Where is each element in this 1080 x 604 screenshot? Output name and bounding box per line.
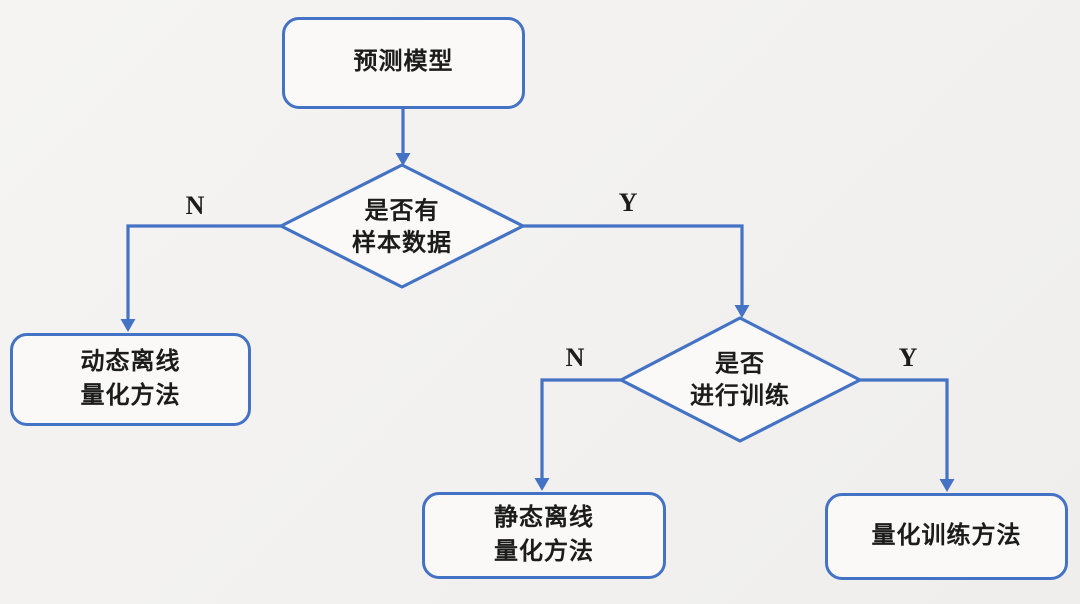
node-static-offline-method: 静态离线 量化方法 [422, 492, 666, 579]
arrowhead-down-icon [939, 479, 955, 492]
decision-has-sample-data-line2: 样本数据 [352, 231, 452, 257]
arrowhead-down-icon [120, 319, 136, 332]
decision-whether-train-shape [619, 316, 862, 443]
decision-has-sample-data-line1: 是否有 [364, 198, 440, 225]
decision-whether-train-line1: 是否 [715, 351, 765, 378]
arrowhead-down-icon [395, 153, 411, 166]
arrowhead-down-icon [734, 305, 750, 318]
connector-train-no-to-static [540, 378, 621, 478]
node-quant-training-method: 量化训练方法 [825, 493, 1068, 580]
branch-label-sample-yes: Y [618, 188, 638, 217]
node-predict-model-label: 预测模型 [353, 49, 454, 76]
decision-whether-train-line2: 进行训练 [690, 384, 790, 410]
node-predict-model: 预测模型 [282, 17, 525, 109]
branch-label-sample-no: N [185, 191, 205, 220]
decision-has-sample-data-label: 是否有 样本数据 [352, 196, 452, 261]
arrowhead-down-icon [534, 478, 550, 491]
node-quant-training-label: 量化训练方法 [871, 522, 1022, 549]
connector-sample-yes-to-train-decision [523, 224, 744, 305]
node-dynamic-offline-method: 动态离线 量化方法 [10, 333, 251, 426]
node-dynamic-offline-line2: 量化方法 [80, 382, 181, 409]
node-dynamic-offline-line1: 动态离线 [80, 348, 181, 375]
branch-label-train-yes: Y [898, 343, 918, 372]
connector-sample-no-to-dynamic [126, 224, 281, 319]
connector-train-yes-to-quant-training [859, 378, 949, 479]
node-static-offline-line1: 静态离线 [494, 504, 594, 531]
decision-whether-train-label: 是否 进行训练 [690, 349, 790, 414]
branch-label-train-no: N [565, 343, 585, 372]
decision-has-sample-data-shape [279, 163, 525, 289]
node-static-offline-line2: 量化方法 [494, 538, 594, 565]
